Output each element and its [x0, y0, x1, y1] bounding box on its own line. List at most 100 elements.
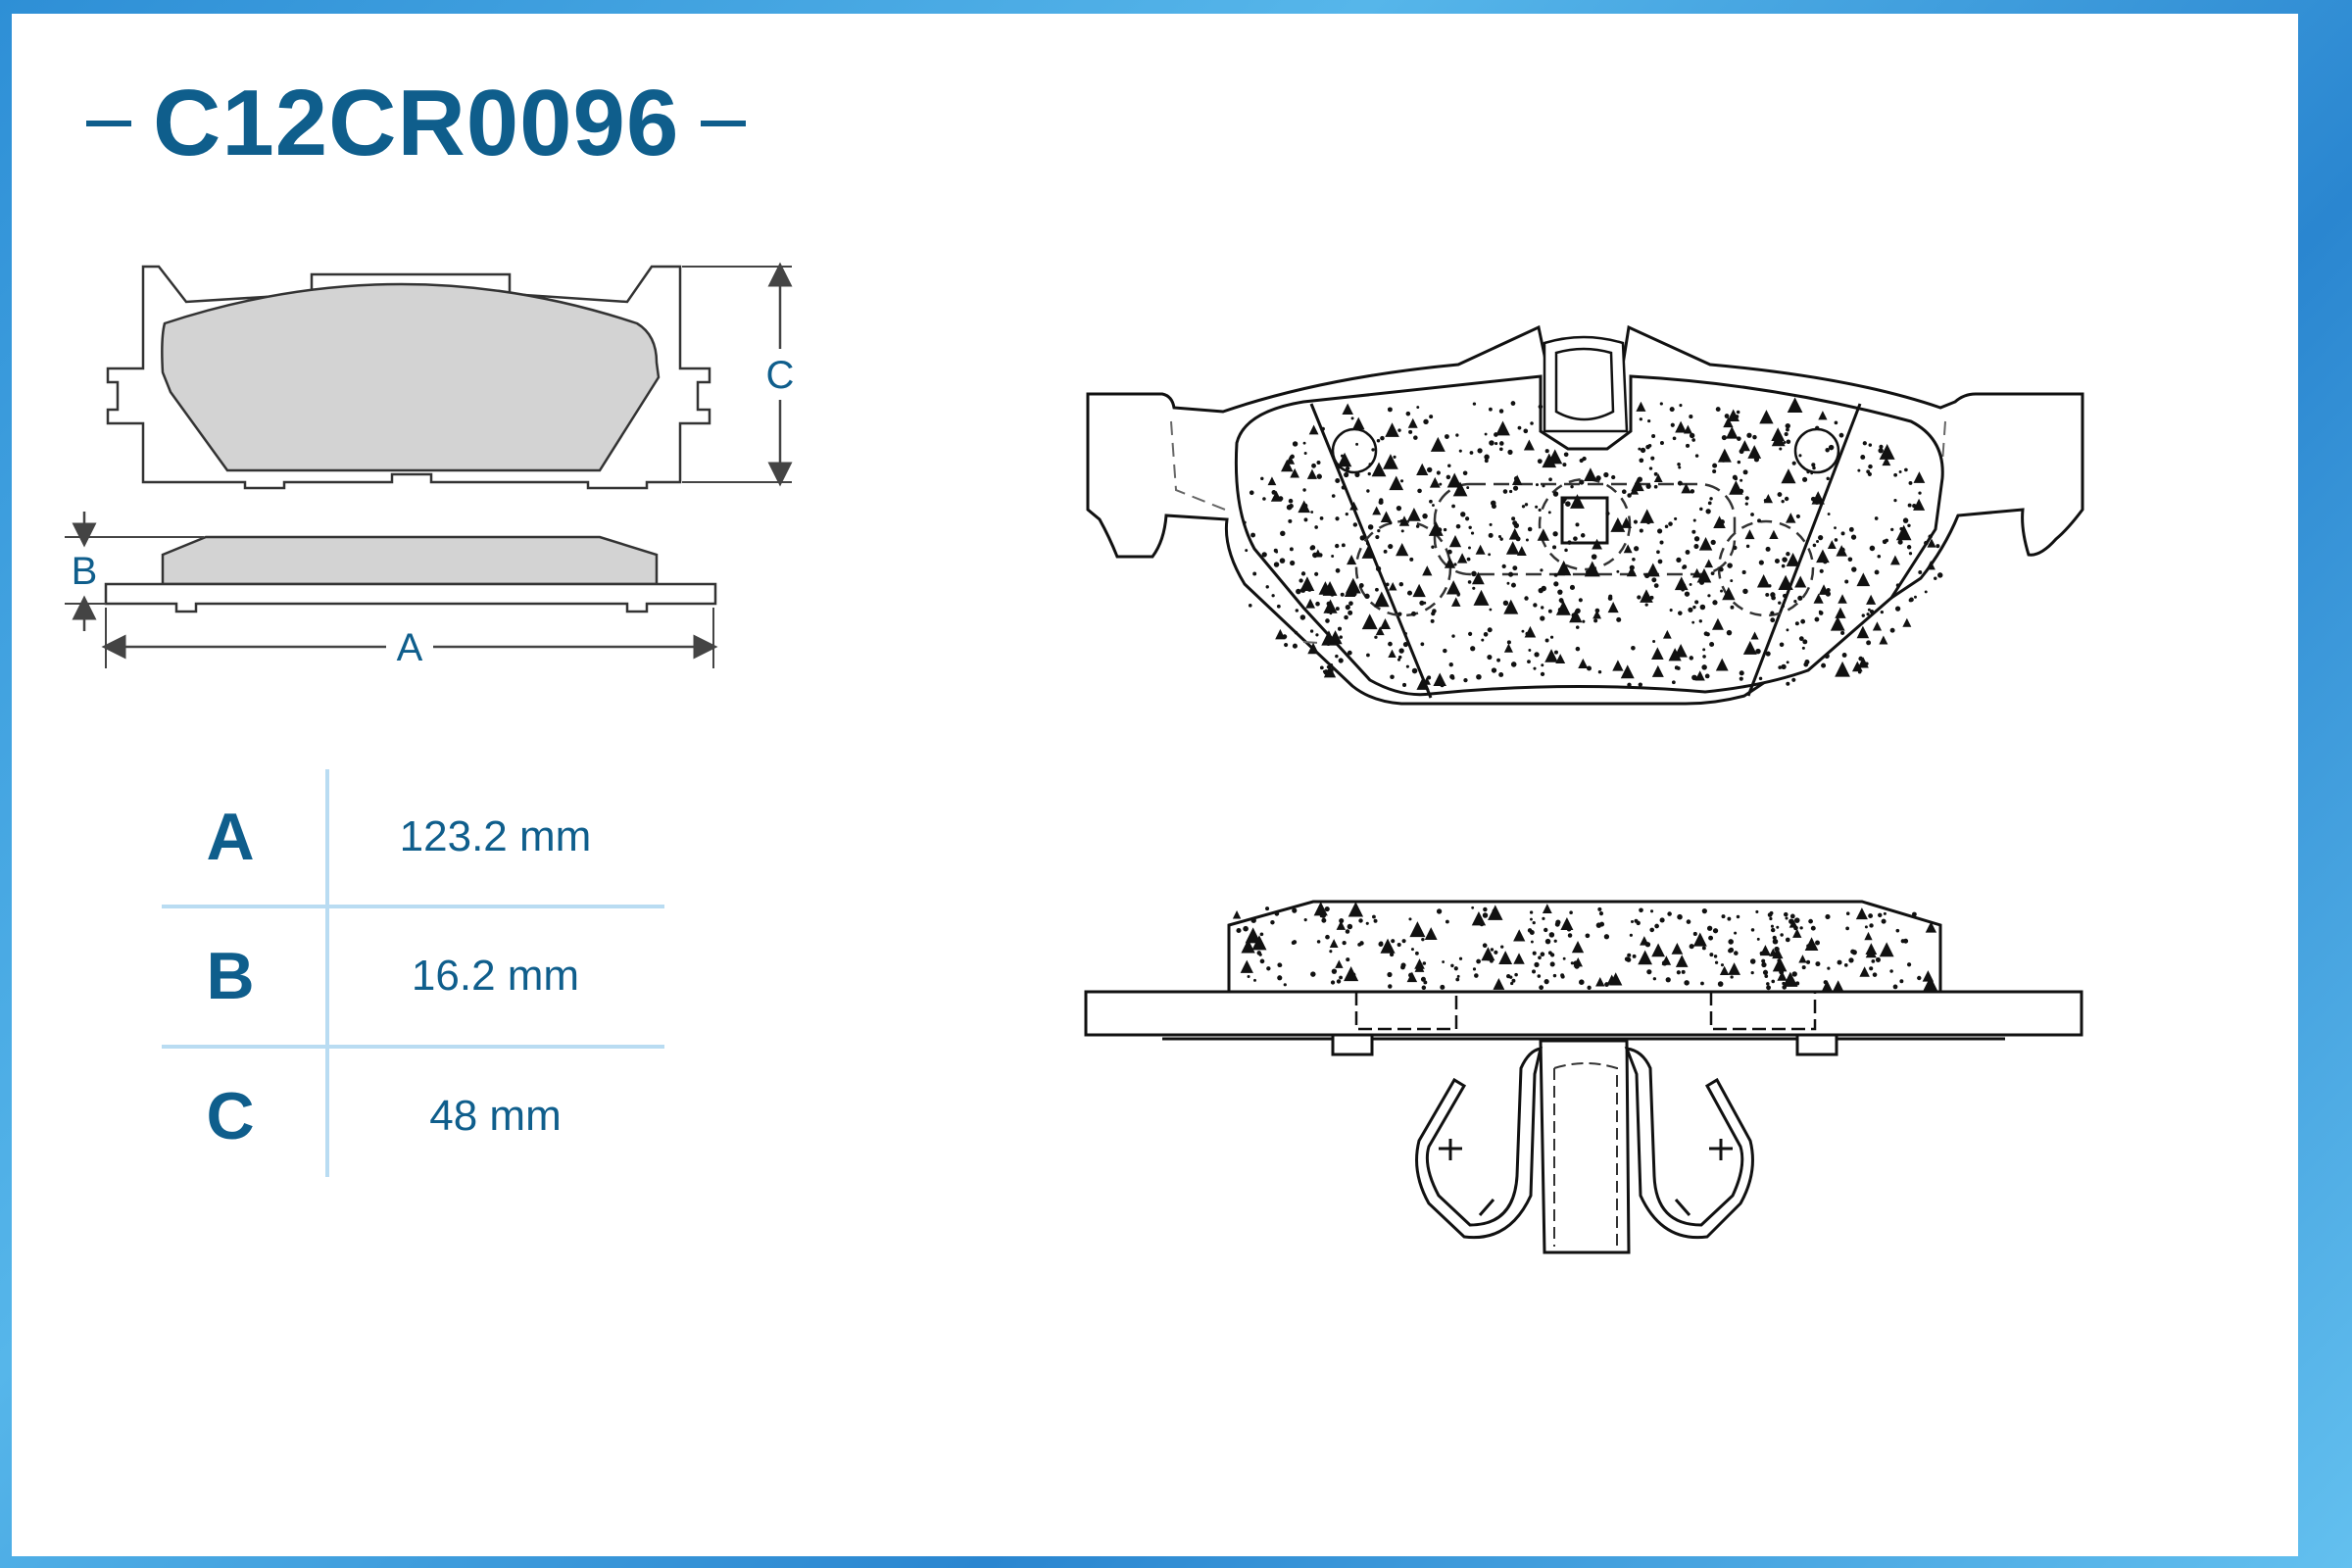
speckle-mark — [1879, 635, 1888, 645]
speckle-mark — [1704, 673, 1710, 679]
speckle-mark — [1554, 650, 1558, 655]
speckle-mark — [1396, 658, 1401, 662]
speckle-mark — [1698, 619, 1702, 623]
speckle-mark — [1299, 614, 1306, 620]
speckle-mark — [1489, 958, 1494, 963]
speckle-mark — [1348, 601, 1353, 607]
speckle-mark — [1462, 470, 1468, 476]
speckle-mark — [1429, 499, 1433, 504]
speckle-mark — [1631, 477, 1644, 492]
speckle-mark — [1575, 522, 1580, 527]
speckle-mark — [1456, 974, 1460, 978]
speckle-mark — [1569, 584, 1576, 591]
speckle-mark — [1410, 948, 1414, 952]
speckle-mark — [1881, 918, 1886, 924]
speckle-mark — [1616, 569, 1620, 573]
speckle-mark — [1762, 969, 1769, 975]
speckle-mark — [1616, 616, 1622, 622]
speckle-mark — [1740, 478, 1743, 482]
speckle-mark — [1421, 985, 1427, 991]
speckle-mark — [1433, 672, 1446, 687]
speckle-mark — [1802, 639, 1808, 645]
speckle-mark — [1758, 560, 1764, 565]
speckle-mark — [1785, 916, 1788, 920]
speckle-mark — [1719, 965, 1730, 976]
speckle-mark — [1344, 471, 1349, 478]
speckle-mark — [1471, 906, 1475, 909]
speckle-mark — [1868, 913, 1874, 918]
speckle-mark — [1561, 499, 1566, 504]
speckle-mark — [1463, 678, 1468, 683]
speckle-mark — [1553, 581, 1559, 587]
product-card — [12, 14, 2298, 1556]
speckle-mark — [1645, 483, 1651, 489]
speckle-mark — [1592, 610, 1602, 619]
speckle-mark — [1570, 494, 1585, 509]
speckle-mark — [1494, 950, 1498, 955]
speckle-mark — [1694, 600, 1699, 605]
speckle-mark — [1869, 966, 1874, 971]
speckle-mark — [1869, 545, 1876, 552]
speckle-mark — [1750, 928, 1755, 932]
speckle-mark — [1336, 920, 1347, 930]
speckle-mark — [1612, 660, 1624, 671]
spec-value: 123.2 mm — [399, 812, 592, 860]
speckle-mark — [1489, 440, 1494, 446]
speckle-mark — [1770, 924, 1774, 928]
speckle-mark — [1344, 614, 1348, 620]
speckle-mark — [1736, 410, 1740, 415]
speckle-mark — [1415, 951, 1419, 956]
speckle-mark — [1691, 567, 1702, 578]
speckle-mark — [1339, 975, 1343, 980]
speckle-mark — [1709, 642, 1715, 648]
speckle-mark — [1473, 589, 1490, 606]
speckle-mark — [1742, 588, 1748, 595]
speckle-mark — [1324, 906, 1330, 912]
speckle-mark — [1769, 916, 1773, 921]
speckle-mark — [1315, 601, 1320, 607]
speckle-mark — [1677, 913, 1683, 920]
speckle-mark — [1509, 489, 1513, 494]
speckle-mark — [1294, 630, 1298, 635]
speckle-mark — [1819, 568, 1824, 573]
speckle-mark — [1792, 928, 1802, 938]
speckle-mark — [1786, 681, 1790, 686]
speckle-mark — [1487, 627, 1493, 633]
speckle-mark — [1579, 979, 1585, 985]
speckle-mark — [1922, 976, 1938, 992]
speckle-mark — [1750, 513, 1754, 516]
speckle-mark — [1926, 561, 1936, 570]
speckle-mark — [1719, 519, 1725, 525]
speckle-mark — [1265, 906, 1270, 911]
speckle-mark — [1548, 932, 1555, 938]
speckle-mark — [1682, 564, 1688, 569]
speckle-mark — [1783, 911, 1788, 917]
speckle-mark — [1330, 980, 1336, 985]
speckle-mark — [1419, 600, 1425, 606]
speckle-mark — [1549, 953, 1555, 957]
speckle-mark — [1798, 454, 1802, 458]
drawing-speckle-side — [1232, 902, 1938, 993]
speckle-mark — [1889, 555, 1900, 565]
speckle-mark — [1744, 502, 1748, 506]
speckle-mark — [1691, 620, 1695, 624]
speckle-mark — [1552, 973, 1557, 978]
speckle-mark — [1312, 552, 1318, 559]
speckle-mark — [1567, 933, 1573, 938]
speckle-mark — [1276, 604, 1281, 609]
speckle-mark — [1511, 516, 1516, 521]
speckle-mark — [1592, 538, 1602, 550]
speckle-mark — [1692, 932, 1707, 947]
speckle-mark — [1329, 663, 1334, 667]
speckle-mark — [1812, 543, 1817, 548]
speckle-mark — [1739, 670, 1744, 676]
speckle-mark — [1451, 504, 1455, 509]
speckle-mark — [1814, 616, 1820, 622]
speckle-mark — [1335, 516, 1340, 521]
speckle-mark — [1496, 658, 1500, 662]
speckle-mark — [1409, 557, 1414, 562]
speckle-mark — [1236, 927, 1242, 934]
speckle-mark — [1827, 513, 1831, 515]
spec-value: 48 mm — [429, 1092, 562, 1140]
speckle-mark — [1869, 609, 1875, 614]
